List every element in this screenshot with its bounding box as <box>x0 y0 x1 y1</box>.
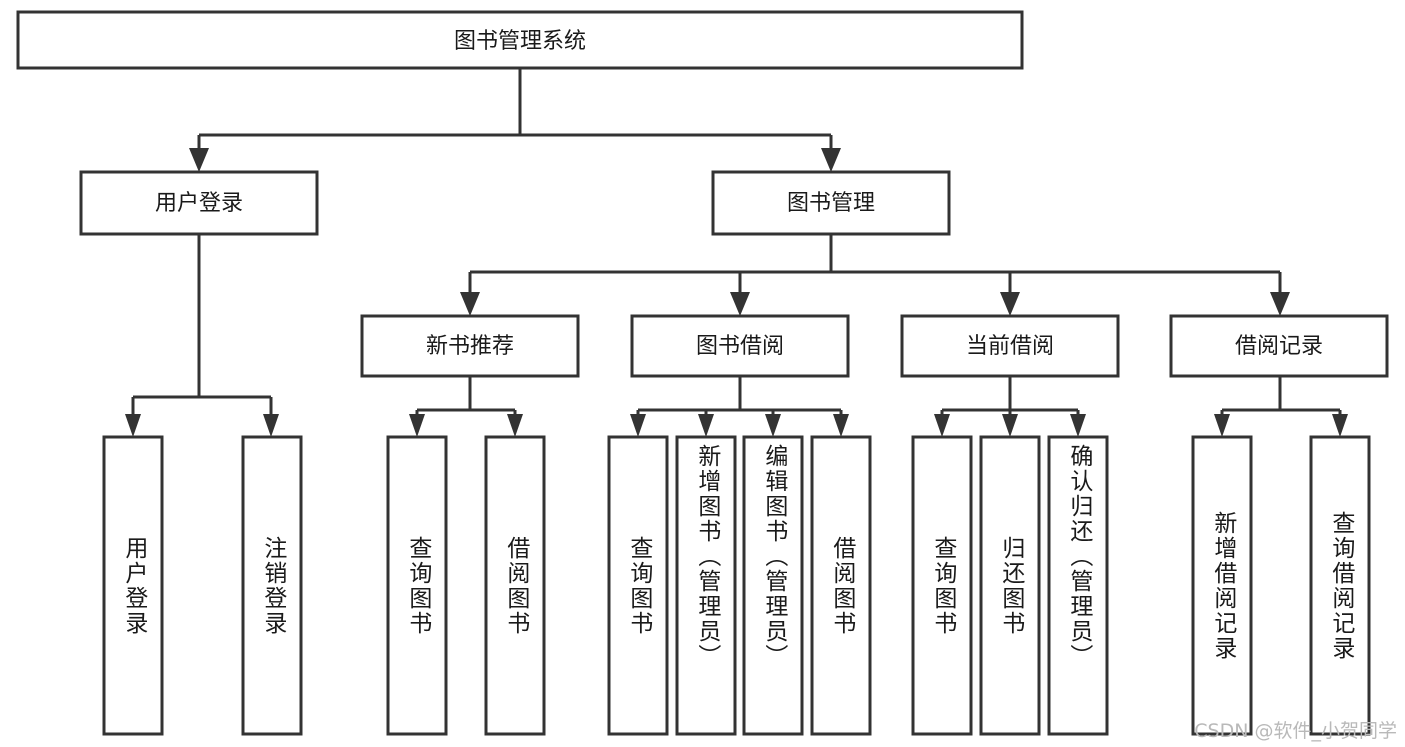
node-book-borrow-box[interactable] <box>630 314 850 378</box>
arrow-head-leaf-borrow-book-1 <box>507 414 523 437</box>
arrow-head-leaf-add-record <box>1214 414 1230 437</box>
node-root[interactable]: 图书管理系统 <box>16 10 1024 70</box>
node-leaf-query-book-1-box[interactable] <box>386 435 448 736</box>
arrow-head-leaf-borrow-book-2 <box>833 414 849 437</box>
connector-group-user-login <box>125 234 279 437</box>
arrow-head-current-borrow <box>1000 292 1020 316</box>
node-borrow-record[interactable]: 借阅记录 <box>1169 314 1389 378</box>
arrow-head-book-manage <box>821 148 841 172</box>
node-leaf-query-record-box[interactable] <box>1309 435 1371 736</box>
arrow-head-leaf-confirm-return <box>1070 414 1086 437</box>
node-leaf-edit-book-box[interactable] <box>742 435 804 736</box>
node-book-borrow[interactable]: 图书借阅 <box>630 314 850 378</box>
connector-group-current-borrow <box>934 377 1086 437</box>
arrow-head-leaf-logout <box>263 414 279 437</box>
arrow-head-leaf-query-book-2 <box>630 414 646 437</box>
arrow-head-new-book-rec <box>460 292 480 316</box>
arrow-head-leaf-query-book-3 <box>934 414 950 437</box>
connector-group-root <box>189 68 841 172</box>
node-book-borrow-label: 图书借阅 <box>696 334 784 359</box>
node-leaf-confirm-return-box[interactable] <box>1047 435 1109 736</box>
node-root-box[interactable] <box>16 10 1024 70</box>
node-leaf-user-login-box[interactable] <box>102 435 164 736</box>
node-leaf-add-book-box[interactable] <box>675 435 737 736</box>
arrow-head-book-borrow <box>730 292 750 316</box>
node-leaf-borrow-book-1-box[interactable] <box>484 435 546 736</box>
node-borrow-record-box[interactable] <box>1169 314 1389 378</box>
connector-group-new-book-rec <box>409 377 523 437</box>
node-user-login-label: 用户登录 <box>155 191 243 216</box>
node-book-manage-box[interactable] <box>711 170 951 236</box>
node-leaf-add-record-box[interactable] <box>1191 435 1253 736</box>
node-root-label: 图书管理系统 <box>454 29 586 54</box>
arrow-head-borrow-record <box>1270 292 1290 316</box>
connector-group-book-manage <box>460 234 1290 316</box>
arrow-head-leaf-query-record <box>1332 414 1348 437</box>
node-current-borrow-label: 当前借阅 <box>966 334 1054 359</box>
node-current-borrow[interactable]: 当前借阅 <box>900 314 1120 378</box>
arrow-head-leaf-return-book <box>1002 414 1018 437</box>
arrow-head-leaf-user-login <box>125 414 141 437</box>
arrow-head-leaf-edit-book <box>765 414 781 437</box>
connector-group-borrow-record <box>1214 377 1348 437</box>
arrow-head-leaf-add-book <box>698 414 714 437</box>
csdn-watermark: CSDN @软件_小贺同学 <box>1194 720 1397 742</box>
arrow-head-leaf-query-book-1 <box>409 414 425 437</box>
node-leaf-borrow-book-2-box[interactable] <box>810 435 872 736</box>
node-new-book-rec[interactable]: 新书推荐 <box>360 314 580 378</box>
arrow-head-user-login <box>189 148 209 172</box>
node-new-book-rec-label: 新书推荐 <box>426 334 514 359</box>
node-book-manage-label: 图书管理 <box>787 191 875 216</box>
node-leaf-query-book-2-box[interactable] <box>607 435 669 736</box>
node-leaf-return-book-box[interactable] <box>979 435 1041 736</box>
node-borrow-record-label: 借阅记录 <box>1235 334 1323 359</box>
node-leaf-logout-box[interactable] <box>241 435 303 736</box>
node-user-login[interactable]: 用户登录 <box>79 170 319 236</box>
node-book-manage[interactable]: 图书管理 <box>711 170 951 236</box>
node-new-book-rec-box[interactable] <box>360 314 580 378</box>
connector-group-book-borrow <box>630 377 849 437</box>
node-leaf-query-book-3-box[interactable] <box>911 435 973 736</box>
node-current-borrow-box[interactable] <box>900 314 1120 378</box>
node-user-login-box[interactable] <box>79 170 319 236</box>
